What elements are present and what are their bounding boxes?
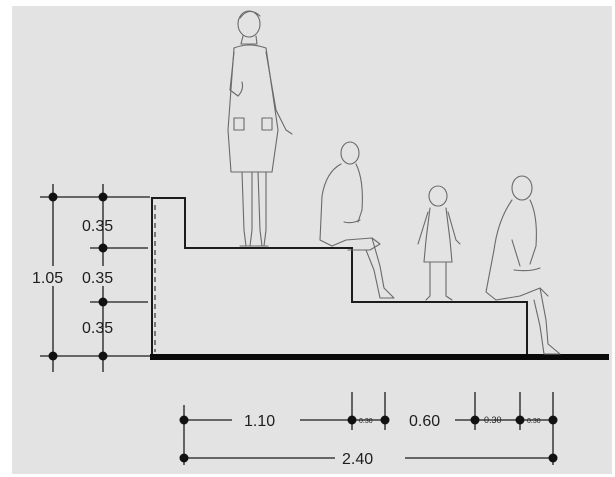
small-gap-label-2: 0.30 (484, 415, 502, 425)
dim-dot (470, 415, 480, 425)
horizontal-dimension-dots (179, 415, 558, 463)
dim-dot (98, 243, 108, 253)
total-width-label: 2.40 (342, 451, 373, 468)
step-height-label-2: 0.35 (82, 270, 113, 287)
total-height-label: 1.05 (32, 270, 63, 287)
first-step-depth-label: 1.10 (244, 413, 275, 430)
second-step-depth-label: 0.60 (409, 413, 440, 430)
dim-dot (48, 192, 58, 202)
seated-man-figure (319, 141, 395, 299)
standing-woman-figure (227, 10, 293, 247)
small-gap-label-1: 0.30 (359, 418, 373, 425)
step-outline (151, 197, 528, 356)
dim-dot (380, 415, 390, 425)
dim-dot (347, 415, 357, 425)
dim-dot (515, 415, 525, 425)
diagram-background (12, 6, 612, 474)
step-profile (151, 197, 528, 356)
small-gap-label-3: 0.30 (527, 418, 541, 425)
step-height-label-3: 0.35 (82, 320, 113, 337)
dim-dot (548, 415, 558, 425)
dim-dot (179, 415, 189, 425)
seated-man-lower-figure (485, 175, 561, 355)
dim-dot (179, 453, 189, 463)
dim-dot (98, 351, 108, 361)
dim-dot (98, 192, 108, 202)
dim-dot (98, 297, 108, 307)
dim-dot (548, 453, 558, 463)
step-height-label-1: 0.35 (82, 218, 113, 235)
standing-child-figure (417, 185, 461, 301)
vertical-dimension-dots (48, 192, 108, 361)
dim-dot (48, 351, 58, 361)
